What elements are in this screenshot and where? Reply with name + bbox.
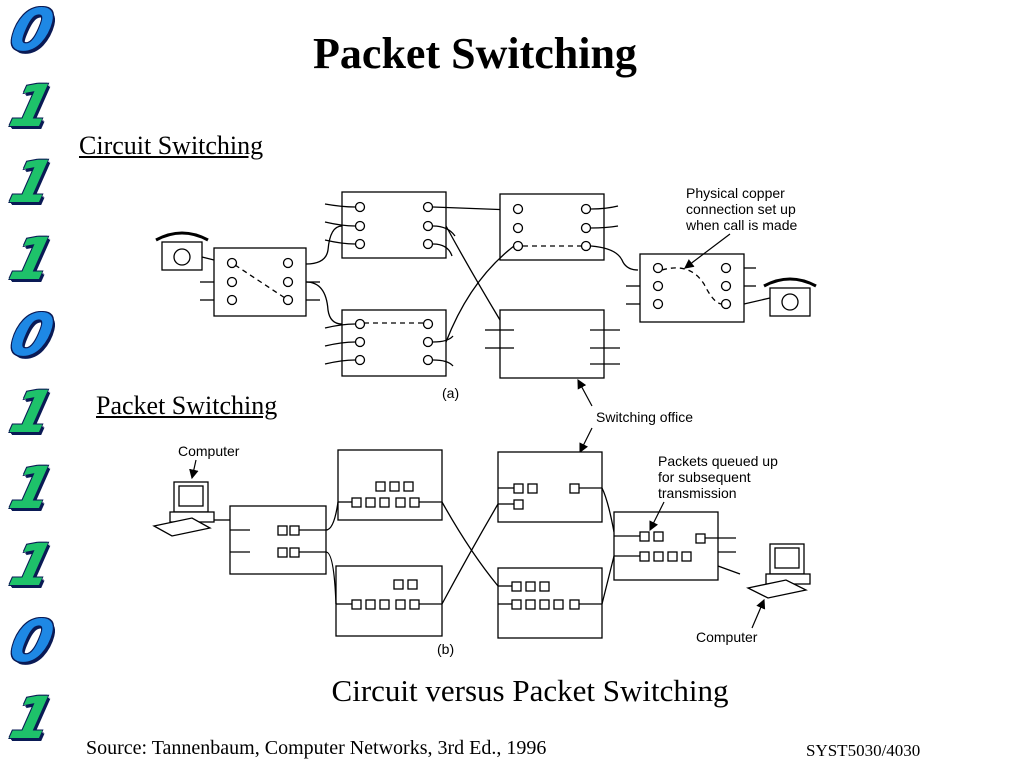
- queue-note-arrow: [649, 501, 665, 532]
- packet-switch-top-left: [337, 449, 443, 521]
- copper-note-arrow: [684, 233, 731, 269]
- binary-digit: 1: [3, 531, 61, 599]
- copper-note-line-1: Physical copper: [686, 185, 785, 201]
- telephone-right-icon: [763, 277, 817, 317]
- source-citation: Source: Tannenbaum, Computer Networks, 3…: [86, 737, 547, 759]
- binary-digit: 0: [3, 301, 61, 369]
- packet-switching-network: [152, 449, 811, 639]
- computer-left-arrow: [189, 459, 199, 480]
- telephone-left-icon: [155, 231, 209, 271]
- packet-switch-right: [613, 511, 741, 581]
- packet-switching-label: Packet Switching: [96, 391, 278, 420]
- part-a-label: (a): [442, 385, 459, 401]
- circuit-switch-right: [626, 253, 771, 323]
- computer-right-icon: [746, 543, 811, 599]
- circuit-switch-bottom-right: [485, 309, 620, 379]
- switching-diagram: Physical copper connection set up when c…: [152, 185, 817, 657]
- switching-office-arrow-down: [579, 427, 593, 454]
- binary-digit: 1: [3, 148, 61, 216]
- packet-switch-top-right: [497, 451, 603, 523]
- circuit-switch-top-right: [499, 193, 639, 271]
- switching-office-label: Switching office: [596, 409, 693, 425]
- circuit-switching-network: [155, 191, 817, 379]
- binary-digit: 1: [3, 72, 61, 140]
- binary-digit: 1: [3, 684, 61, 752]
- copper-note-line-2: connection set up: [686, 201, 796, 217]
- circuit-switch-top-left: [324, 191, 513, 259]
- binary-digit: 1: [3, 225, 61, 293]
- binary-digit: 1: [3, 454, 61, 522]
- binary-digit: 0: [3, 607, 61, 675]
- computer-right-label: Computer: [696, 629, 758, 645]
- queue-note-line-1: Packets queued up: [658, 453, 778, 469]
- circuit-switch-bottom-left: [324, 309, 454, 377]
- binary-digit: 1: [3, 378, 61, 446]
- packet-switch-bottom-right: [497, 567, 603, 639]
- circuit-switch-left: [200, 247, 320, 317]
- packet-switch-left: [229, 505, 327, 575]
- binary-sidebar: 0 1 1 1 0 1 1 1 0 1: [0, 0, 70, 768]
- copper-note-line-3: when call is made: [685, 217, 797, 233]
- computer-left-label: Computer: [178, 443, 240, 459]
- slide-title: Packet Switching: [313, 29, 637, 78]
- computer-left-icon: [152, 481, 215, 537]
- packet-switch-bottom-left: [335, 565, 443, 637]
- circuit-switching-label: Circuit Switching: [79, 131, 264, 160]
- part-b-label: (b): [437, 641, 454, 657]
- queue-note-line-3: transmission: [658, 485, 737, 501]
- computer-right-arrow: [751, 598, 766, 629]
- queue-note-line-2: for subsequent: [658, 469, 751, 485]
- course-code: SYST5030/4030: [806, 741, 921, 760]
- figure-caption: Circuit versus Packet Switching: [331, 673, 729, 708]
- switching-office-arrow-up: [577, 378, 593, 407]
- binary-digit: 0: [3, 0, 61, 64]
